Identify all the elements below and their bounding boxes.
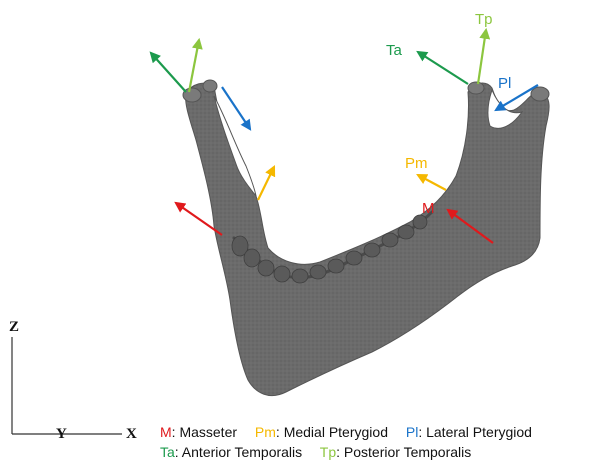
legend-name-lateral-pterygoid: : Lateral Pterygiod (418, 424, 532, 440)
axis-label-x: X (126, 426, 137, 442)
legend-name-anterior-temporalis: : Anterior Temporalis (175, 444, 302, 460)
legend-item-masseter: M: Masseter (160, 424, 237, 440)
legend-code-m: M (160, 424, 172, 440)
coronoid-right (468, 82, 484, 94)
legend-name-masseter: : Masseter (172, 424, 237, 440)
label-pm: Pm (405, 155, 428, 172)
label-ta: Ta (386, 42, 403, 59)
medial-pterygoid-left-arrow (258, 167, 274, 200)
legend-row-2: Ta: Anterior Temporalis Tp: Posterior Te… (160, 444, 588, 464)
coordinate-axes: Z Y X (9, 319, 137, 442)
coronoid-left (203, 80, 217, 92)
legend-row-1: M: Masseter Pm: Medial Pterygiod Pl: Lat… (160, 424, 588, 444)
anterior-temporalis-left-arrow (151, 53, 186, 92)
legend-item-anterior-temporalis: Ta: Anterior Temporalis (160, 444, 302, 460)
axis-label-y: Y (56, 426, 67, 442)
mandible (183, 80, 549, 396)
legend-code-pl: Pl (406, 424, 418, 440)
label-m: M (422, 200, 435, 217)
legend-item-lateral-pterygoid: Pl: Lateral Pterygiod (406, 424, 532, 440)
condyle-right (531, 87, 549, 101)
posterior-temporalis-right-arrow (478, 30, 486, 84)
legend-item-medial-pterygoid: Pm: Medial Pterygiod (255, 424, 388, 440)
label-tp: Tp (475, 11, 493, 28)
legend-code-tp: Tp (320, 444, 336, 460)
legend-name-posterior-temporalis: : Posterior Temporalis (336, 444, 471, 460)
legend-name-medial-pterygoid: : Medial Pterygiod (276, 424, 388, 440)
label-pl: Pl (498, 75, 511, 92)
legend-code-pm: Pm (255, 424, 276, 440)
axis-label-z: Z (9, 319, 19, 335)
legend-code-ta: Ta (160, 444, 175, 460)
legend-item-posterior-temporalis: Tp: Posterior Temporalis (320, 444, 471, 460)
medial-pterygoid-right-arrow (418, 175, 446, 190)
anterior-temporalis-right-arrow (418, 52, 468, 84)
legend: M: Masseter Pm: Medial Pterygiod Pl: Lat… (160, 424, 588, 464)
